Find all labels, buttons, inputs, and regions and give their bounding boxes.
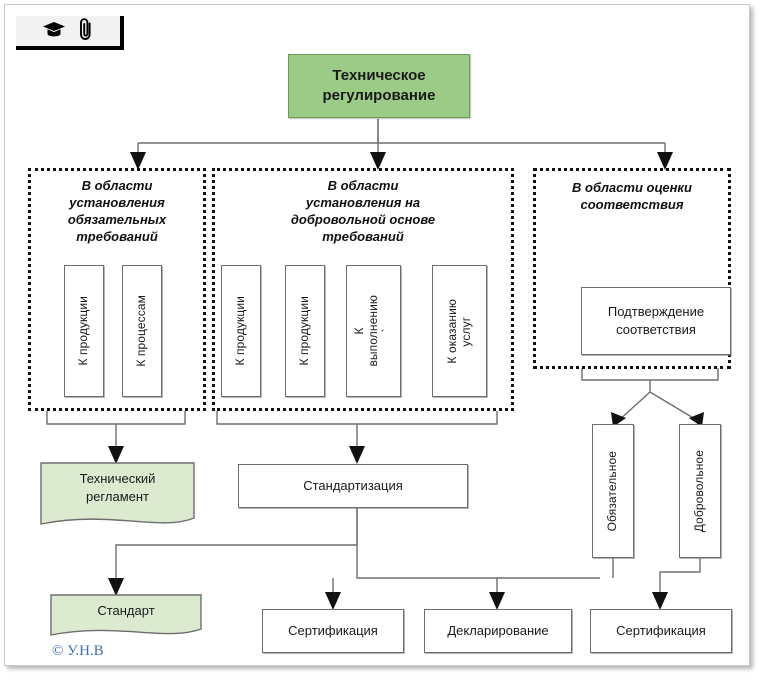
root-title-text: Техническое регулирование: [322, 66, 436, 104]
certification-left-label: Сертификация: [288, 623, 378, 639]
group-voluntary-item-3-label: К оказанию услуг: [444, 298, 473, 364]
graduation-cap-icon[interactable]: [42, 21, 66, 42]
certification-left-box: Сертификация: [262, 609, 404, 653]
group-voluntary-item-1-label: К продукции: [297, 296, 312, 366]
standard-doc: Стандарт: [50, 594, 202, 642]
voluntary-conformity-box: Добровольное: [679, 424, 721, 558]
group-voluntary-item-1: К продукции: [285, 265, 325, 397]
tech-regulation-doc: Технический регламент: [40, 462, 195, 532]
group-conformity-item-0-label: Подтверждение соответствия: [607, 304, 705, 337]
group-conformity: [533, 168, 731, 369]
group-voluntary-item-0: К продукции: [221, 265, 261, 397]
voluntary-conformity-label: Добровольное: [692, 449, 707, 533]
group-voluntary-item-0-label: К продукции: [233, 296, 248, 366]
group-conformity-title: В области оценки соответствия: [572, 180, 692, 212]
group-voluntary-item-2: К выполнению `: [346, 265, 401, 397]
mandatory-conformity-label: Обязательное: [605, 450, 620, 532]
declaration-label: Декларирование: [447, 623, 549, 639]
group-mandatory: [28, 168, 206, 411]
certification-right-box: Сертификация: [590, 609, 732, 653]
group-mandatory-title: В области установления обязательных треб…: [67, 178, 167, 244]
toolbar[interactable]: [16, 16, 124, 50]
group-mandatory-item-0-label: К продукции: [76, 296, 91, 366]
standardization-label: Стандартизация: [303, 478, 403, 494]
group-mandatory-item-1-label: К процессам: [134, 295, 149, 367]
standardization-box: Стандартизация: [238, 464, 468, 508]
group-voluntary: [212, 168, 514, 411]
copyright-text: © У.Н.В: [52, 643, 104, 659]
root-title-box: Техническое регулирование: [288, 54, 470, 118]
group-voluntary-item-2-label: К выполнению `: [351, 295, 394, 367]
standard-label: Стандарт: [97, 603, 155, 619]
tech-regulation-label: Технический регламент: [79, 471, 156, 504]
certification-right-label: Сертификация: [616, 623, 706, 639]
standard-text-wrap: Стандарт: [50, 594, 202, 628]
group-voluntary-title: В области установления на добровольной о…: [290, 178, 436, 244]
tech-regulation-text-wrap: Технический регламент: [40, 462, 195, 514]
group-voluntary-item-3: К оказанию услуг: [432, 265, 487, 397]
group-conformity-item-0: Подтверждение соответствия: [581, 287, 731, 355]
mandatory-conformity-box: Обязательное: [592, 424, 634, 558]
group-mandatory-item-1: К процессам: [122, 265, 162, 397]
declaration-box: Декларирование: [424, 609, 572, 653]
paperclip-icon[interactable]: [78, 17, 94, 46]
group-mandatory-item-0: К продукции: [64, 265, 104, 397]
